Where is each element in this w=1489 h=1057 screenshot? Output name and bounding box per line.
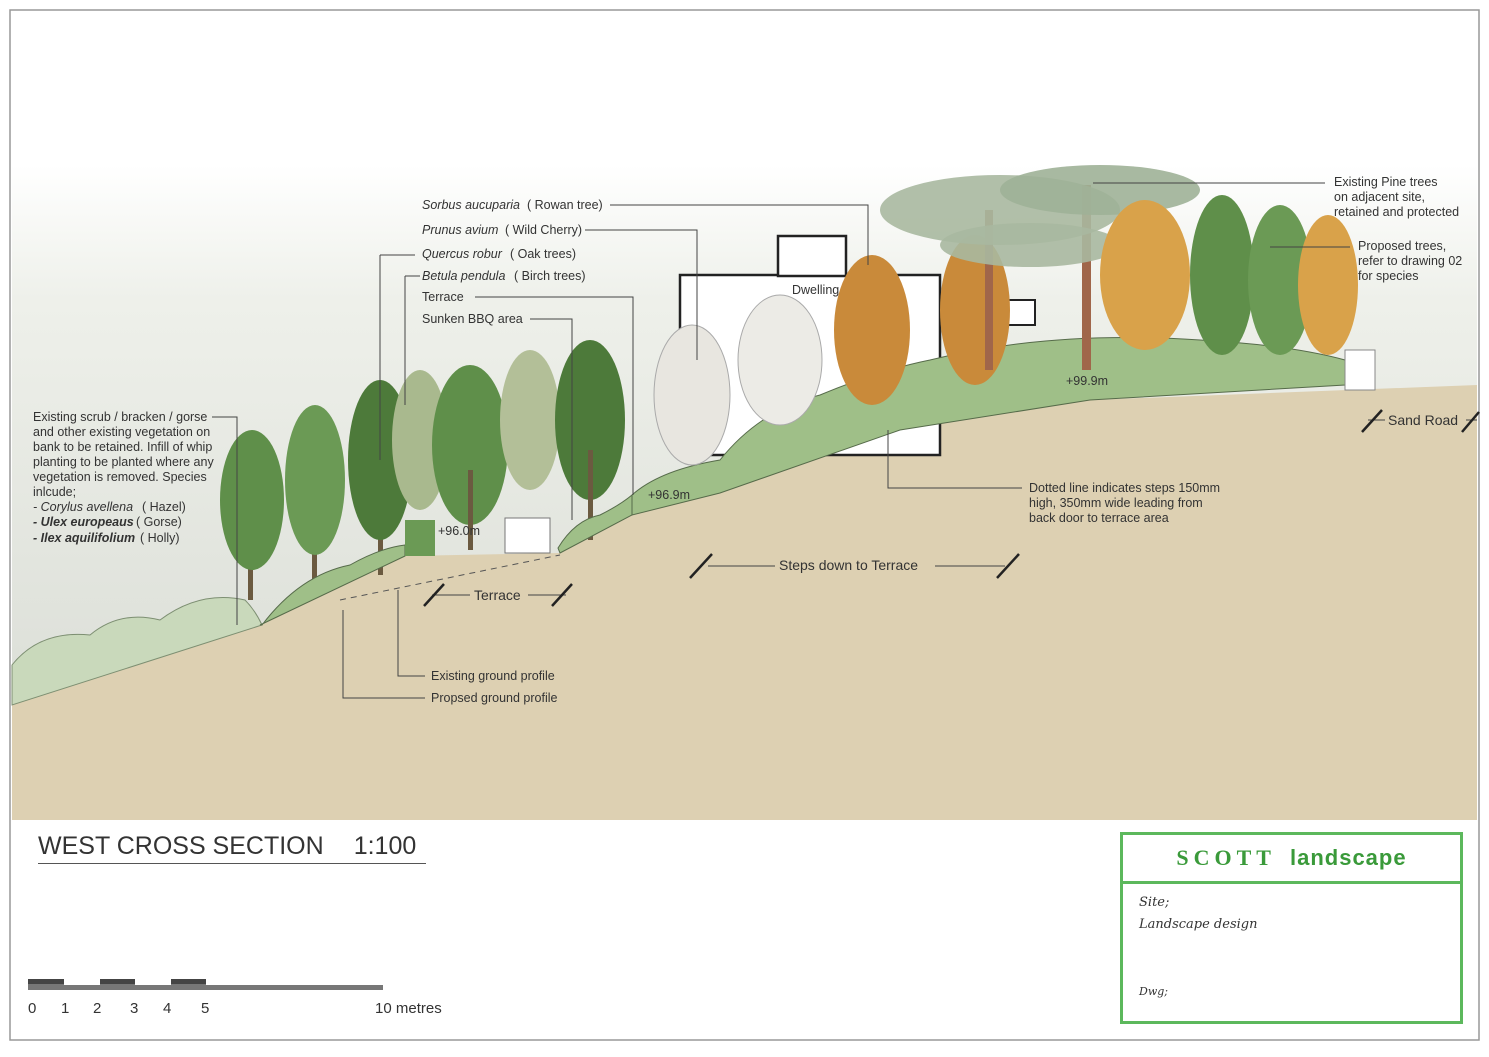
label-proposed-profile: Propsed ground profile (431, 691, 558, 705)
drawing-scale: 1:100 (353, 832, 417, 860)
label-scrub-1: Existing scrub / bracken / gorse (33, 410, 207, 424)
label-proposed-2: refer to drawing 02 (1358, 254, 1462, 268)
label-ilex-common: ( Holly) (140, 531, 180, 545)
label-pine-2: on adjacent site, (1334, 190, 1425, 204)
scale-tick-1: 1 (61, 1000, 70, 1017)
label-dotted-3: back door to terrace area (1029, 511, 1169, 525)
wild-cherry-trees (653, 294, 823, 466)
scale-bar-graphic (28, 979, 383, 990)
dwg-label: Dwg; (1139, 985, 1168, 998)
existing-profile-line (339, 554, 561, 601)
label-prunus-common: ( Wild Cherry) (505, 223, 582, 237)
label-existing-profile: Existing ground profile (431, 669, 555, 683)
label-scrub-6: inlcude; (33, 485, 76, 499)
label-proposed-3: for species (1358, 269, 1418, 283)
site-value: Landscape design (1139, 917, 1258, 932)
brand-sub: landscape (1289, 845, 1407, 870)
label-quercus-latin: Quercus robur (422, 247, 503, 261)
level-96-0: +96.0m (438, 524, 480, 538)
label-proposed-1: Proposed trees, (1358, 239, 1446, 253)
brand-header: SCOTT landscape (1123, 835, 1460, 884)
level-99-9: +99.9m (1066, 374, 1108, 388)
dimension-ticks (423, 409, 1480, 607)
label-terrace-dim: Terrace (474, 587, 521, 603)
scale-tick-3: 3 (130, 1000, 139, 1017)
planted-bank-left (259, 544, 406, 626)
label-sorbus-common: ( Rowan tree) (527, 198, 603, 212)
label-sand-road: Sand Road (1388, 412, 1458, 428)
label-dotted-2: high, 350mm wide leading from (1029, 496, 1203, 510)
label-ulex-latin: - Ulex europeaus (33, 515, 134, 529)
scale-tick-2: 2 (93, 1000, 102, 1017)
scale-tick-0: 0 (28, 1000, 37, 1017)
proposed-trees (1100, 195, 1358, 355)
hedge-block (405, 520, 435, 556)
drawing-title: WEST CROSS SECTION 1:100 (38, 832, 426, 864)
label-steps-down: Steps down to Terrace (779, 557, 918, 573)
label-sorbus-latin: Sorbus aucuparia (422, 198, 520, 212)
level-96-9: +96.9m (648, 488, 690, 502)
bbq-structure (504, 517, 551, 554)
scale-tick-5: 5 (201, 1000, 210, 1017)
scale-tick-4: 4 (163, 1000, 172, 1017)
title-block: SCOTT landscape Site; Landscape design D… (1120, 832, 1463, 1024)
label-dwelling: Dwelling (792, 283, 839, 297)
label-scrub-3: bank to be retained. Infill of whip (33, 440, 212, 454)
drawing-title-text: WEST CROSS SECTION (38, 832, 324, 860)
label-terrace: Terrace (422, 290, 464, 304)
label-quercus-common: ( Oak trees) (510, 247, 576, 261)
label-betula-latin: Betula pendula (422, 269, 505, 283)
label-ulex-common: ( Gorse) (136, 515, 182, 529)
label-sunken-bbq: Sunken BBQ area (422, 312, 523, 326)
label-betula-common: ( Birch trees) (514, 269, 586, 283)
label-corylus-common: ( Hazel) (142, 500, 186, 514)
boundary-post (1344, 349, 1376, 391)
label-pine-1: Existing Pine trees (1334, 175, 1438, 189)
leader-lines (212, 182, 1477, 699)
scale-end-label: 10 metres (375, 1000, 442, 1017)
label-dotted-1: Dotted line indicates steps 150mm (1029, 481, 1220, 495)
label-scrub-5: vegetation is removed. Species (33, 470, 207, 484)
existing-scrub (11, 597, 263, 706)
label-corylus-latin: - Corylus avellena (33, 500, 133, 514)
brand-main: SCOTT (1176, 845, 1276, 870)
ground-mass (12, 385, 1477, 820)
label-prunus-latin: Prunus avium (422, 223, 498, 237)
label-ilex-latin: - Ilex aquilifolium (33, 531, 135, 545)
sheet-border (9, 9, 1480, 1041)
label-scrub-4: planting to be planted where any (33, 455, 214, 469)
label-pine-3: retained and protected (1334, 205, 1459, 219)
label-scrub-2: and other existing vegetation on (33, 425, 210, 439)
site-label: Site; (1139, 895, 1170, 910)
